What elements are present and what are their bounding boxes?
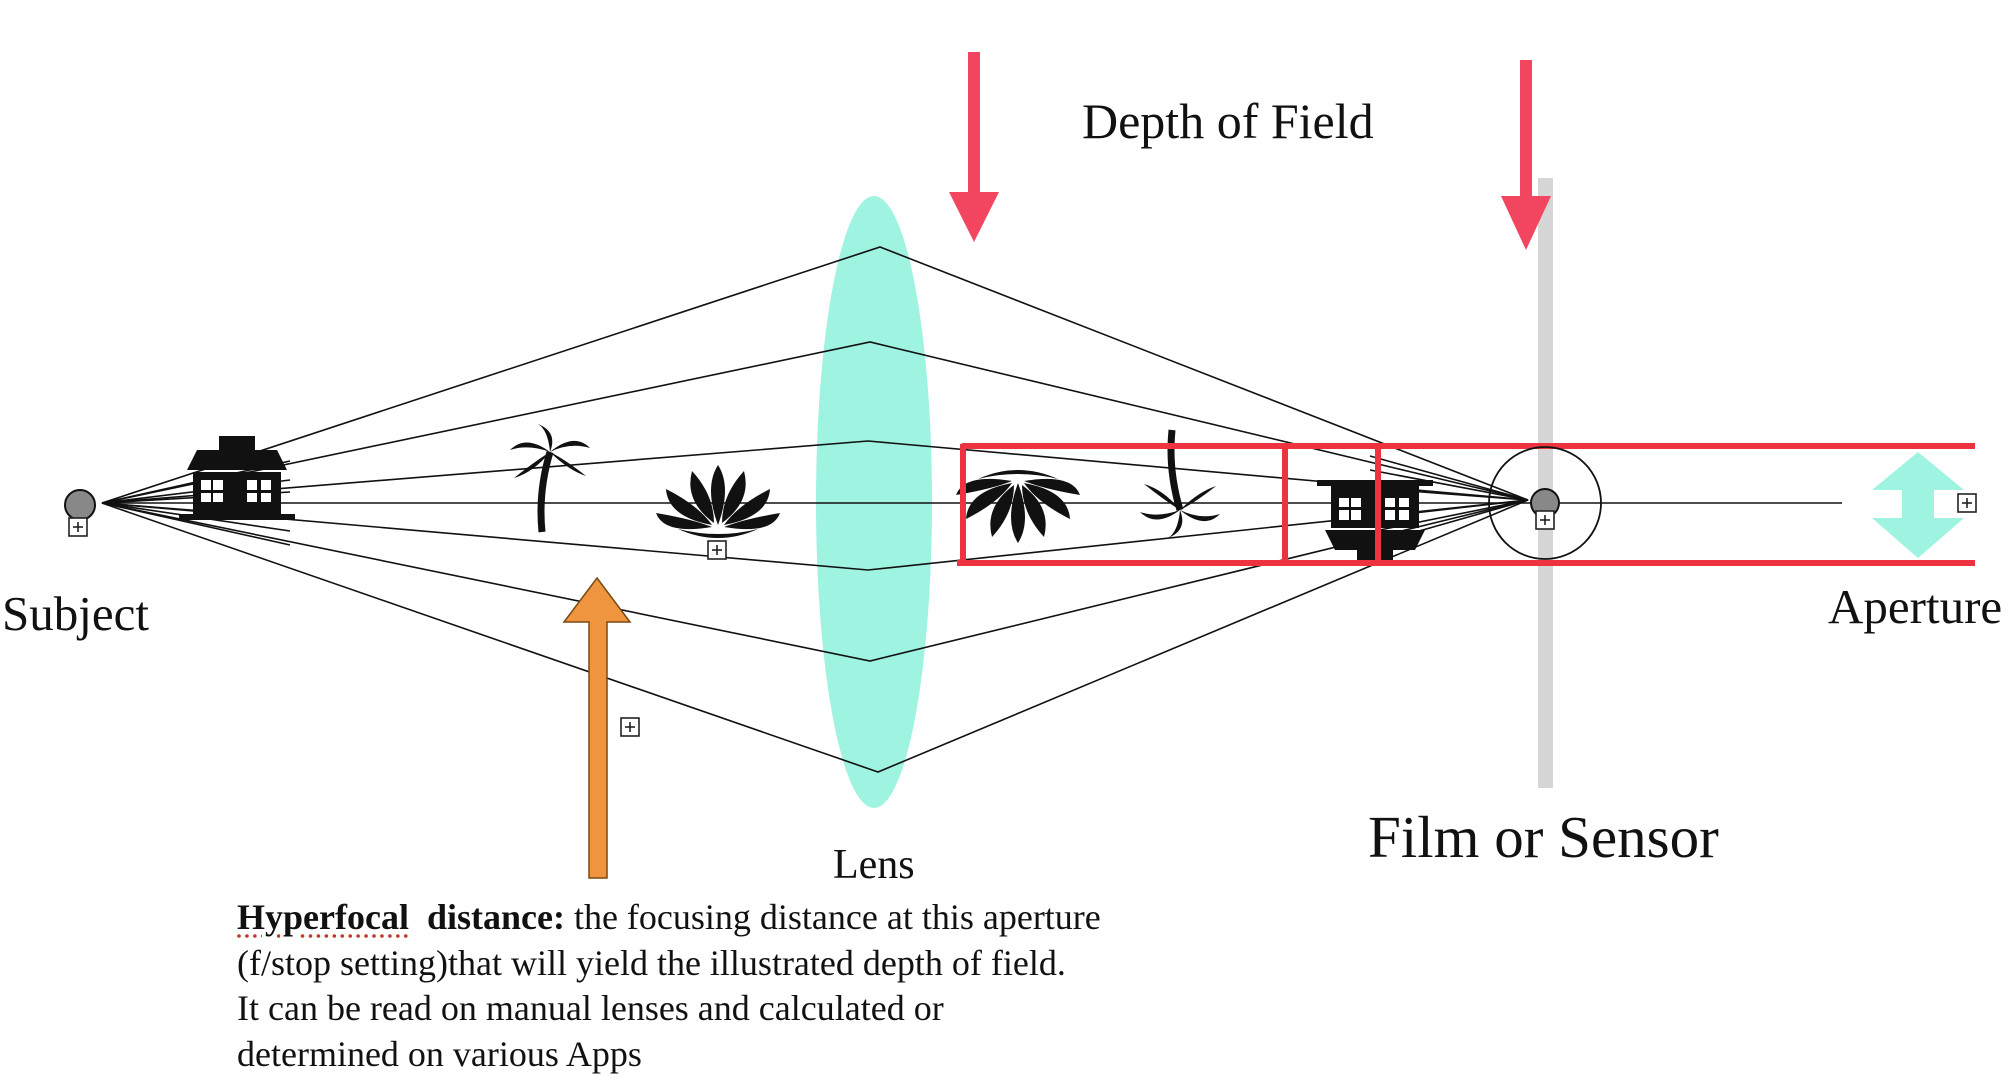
- caption-line: (f/stop setting)that will yield the illu…: [237, 942, 1066, 983]
- depth-of-field-label: Depth of Field: [1082, 93, 1374, 149]
- lens-shape: [816, 196, 932, 808]
- lens-label: Lens: [833, 842, 915, 888]
- caption-term-rest: distance:: [426, 897, 565, 937]
- caption-line: determined on various Apps: [237, 1033, 642, 1074]
- film-or-sensor-label: Film or Sensor: [1368, 804, 1719, 870]
- subject-point: [64, 489, 96, 521]
- palm-tree-icon: [510, 424, 590, 532]
- sensor-bar: [1538, 178, 1553, 788]
- caption-line1-rest: the focusing distance at this aperture: [573, 897, 1101, 937]
- focus-circle: [1488, 446, 1602, 560]
- hyperfocal-arrow: [562, 576, 632, 879]
- plus-box-icon: [620, 717, 640, 737]
- depth-of-field-arrow: [1501, 60, 1551, 250]
- caption-term-word: Hyperfocal: [237, 897, 409, 937]
- subject-label: Subject: [2, 586, 149, 641]
- aperture-label: Aperture: [1828, 579, 2003, 634]
- depth-of-field-arrow: [949, 52, 999, 242]
- hyperfocal-caption: Hyperfocal distance: the focusing distan…: [237, 895, 1237, 1077]
- light-rays: [101, 246, 1529, 773]
- caption-line: Hyperfocal distance: the focusing distan…: [237, 895, 1237, 941]
- aperture-arrow: [1872, 452, 1964, 558]
- plus-box-icon: [68, 517, 88, 537]
- plus-box-icon: [1535, 510, 1555, 530]
- plus-box-icon: [707, 540, 727, 560]
- house-icon: [179, 436, 295, 520]
- plus-box-icon: [1957, 493, 1977, 513]
- depth-of-field-box: [957, 443, 1975, 566]
- caption-term: Hyperfocal distance:: [237, 897, 565, 937]
- lotus-icon: [956, 470, 1080, 543]
- lotus-icon: [656, 465, 780, 538]
- caption-line: It can be read on manual lenses and calc…: [237, 988, 944, 1028]
